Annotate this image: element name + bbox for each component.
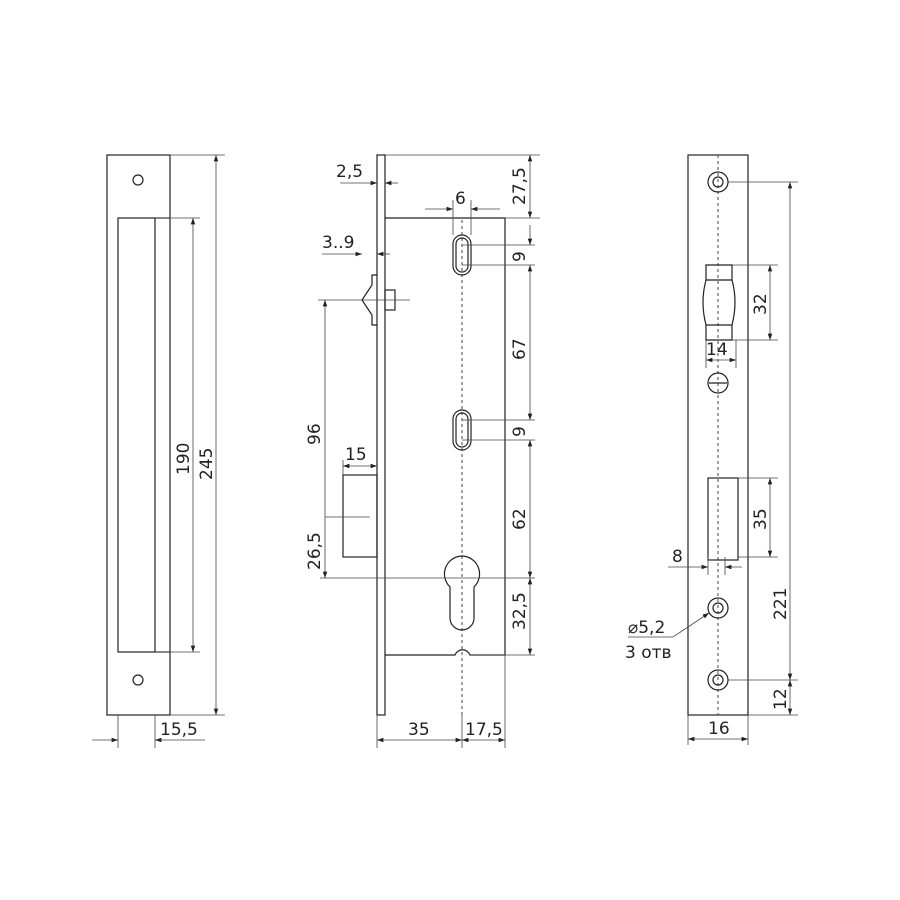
dim-67: 67: [510, 338, 530, 360]
latch-opening: [702, 264, 736, 341]
dim-2-5: 2,5: [336, 162, 363, 182]
dim-15-5: 15,5: [160, 720, 198, 740]
dim-35: 35: [751, 508, 771, 530]
cylinder-hole: [443, 555, 481, 631]
dim-26-5: 26,5: [305, 532, 325, 570]
screw-hole-icon: [132, 674, 144, 686]
dim-9-mid: 9: [510, 426, 530, 437]
dim-245: 245: [197, 448, 217, 480]
dim-27-5: 27,5: [510, 167, 530, 205]
lock-side-view: 27,5 2,5 6 3..9 9 67 9 62 32,5 96 26,5 1…: [305, 154, 540, 748]
screw-hole-icon: [707, 597, 729, 619]
dim-62: 62: [510, 508, 530, 530]
screw-hole-icon: [132, 174, 144, 186]
dim-32: 32: [751, 293, 771, 315]
dim-17-5: 17,5: [465, 720, 503, 740]
dim-12: 12: [771, 688, 791, 710]
dim-3-9: 3..9: [322, 233, 354, 253]
dim-15: 15: [345, 445, 367, 465]
screw-icon: [707, 372, 729, 394]
dim-35: 35: [408, 720, 430, 740]
dim-6: 6: [455, 189, 466, 209]
dim-8: 8: [672, 547, 683, 567]
dim-14: 14: [706, 340, 728, 360]
strike-plate-view: 221 12 32 14 35 8 ⌀5,2 3 отв 16: [625, 154, 798, 745]
dim-9-top: 9: [510, 251, 530, 262]
faceplate-front-view: 190 245 15,5: [92, 154, 225, 748]
hole-diameter: ⌀5,2: [628, 618, 665, 638]
dim-221: 221: [771, 588, 791, 620]
dim-16: 16: [708, 719, 730, 739]
dim-32-5: 32,5: [510, 592, 530, 630]
hole-count: 3 отв: [625, 643, 672, 663]
dim-96: 96: [305, 423, 325, 445]
dim-190: 190: [174, 443, 194, 475]
